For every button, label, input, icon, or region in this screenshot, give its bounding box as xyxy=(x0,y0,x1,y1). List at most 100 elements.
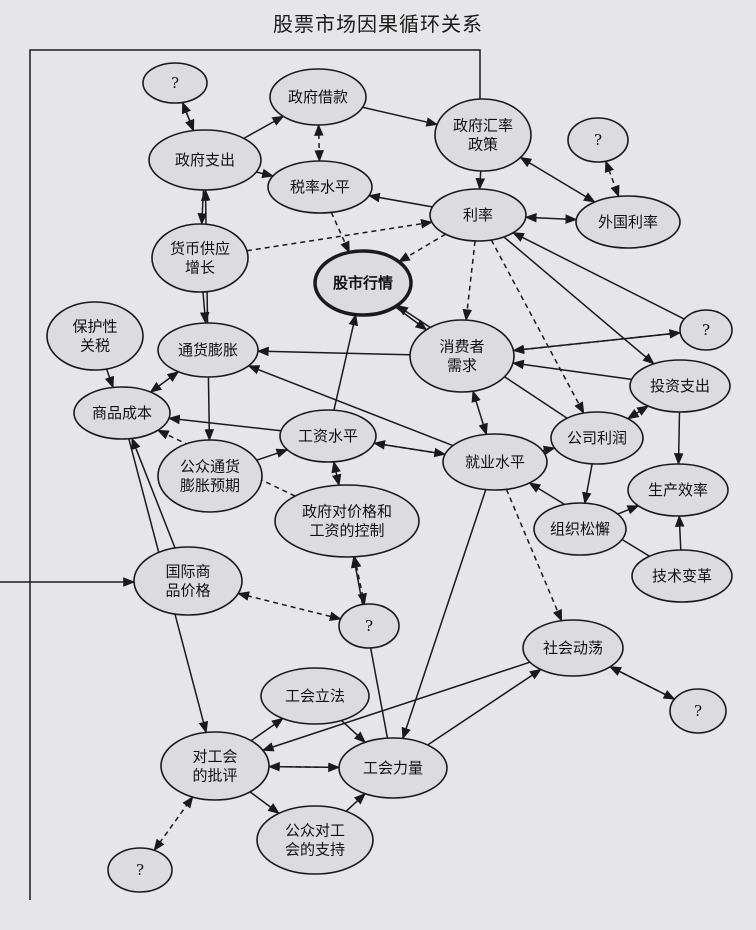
node-slack: 组织松懈 xyxy=(533,502,627,556)
node-tax: 税率水平 xyxy=(267,160,373,214)
node-inflation: 通货膨胀 xyxy=(157,322,259,378)
node-label: 税率水平 xyxy=(290,178,350,196)
node-ellipse xyxy=(409,319,515,393)
node-foreign-rate: 外国利率 xyxy=(575,195,681,249)
node-ellipse xyxy=(260,667,370,725)
node-ellipse xyxy=(46,301,144,371)
edge-wage-to-market xyxy=(333,313,359,411)
node-ellipse xyxy=(434,98,532,172)
node-ellipse xyxy=(133,546,243,616)
node-wage: 工资水平 xyxy=(279,409,377,463)
node-label: 就业水平 xyxy=(465,453,525,471)
node-q4: ? xyxy=(338,603,400,649)
node-label: 公司利润 xyxy=(567,429,627,447)
node-ellipse xyxy=(157,322,259,378)
node-label: 政府支出 xyxy=(175,151,235,169)
node-label: 货币供应 xyxy=(170,240,230,258)
node-cost: 商品成本 xyxy=(73,386,171,440)
node-rate: 利率 xyxy=(429,188,527,242)
edge-rate-to-invest xyxy=(503,236,655,365)
node-label: 工资水平 xyxy=(298,427,358,445)
edge-employ-to-union xyxy=(401,489,487,740)
node-label: 消费者 xyxy=(439,338,484,356)
node-ellipse xyxy=(267,160,373,214)
node-ellipse xyxy=(256,805,374,875)
node-product: 生产效率 xyxy=(627,463,729,517)
edge-expect-to-wage xyxy=(256,448,289,461)
node-ellipse xyxy=(533,502,627,556)
node-label: 会的支持 xyxy=(285,841,345,859)
edge-invest-to-product xyxy=(673,411,684,466)
edge-rate-to-market xyxy=(397,233,446,263)
node-unrest: 社会动荡 xyxy=(522,619,624,677)
node-label: ? xyxy=(136,861,144,879)
node-label: 增长 xyxy=(185,259,215,277)
node-label: 投资支出 xyxy=(650,377,710,395)
edge-q3-to-rate xyxy=(512,232,685,320)
node-q2: ? xyxy=(567,117,629,163)
node-label: ? xyxy=(365,617,373,635)
node-label: 对工会 xyxy=(192,748,237,766)
node-ellipse xyxy=(550,411,644,465)
edge-unrest-to-criticism xyxy=(261,661,531,752)
edge-criticism-to-union_law xyxy=(250,717,284,742)
edge-slack-to-product xyxy=(617,505,640,515)
edge-union-to-unrest xyxy=(427,668,542,746)
edge-q6-to-criticism xyxy=(153,795,194,852)
edge-employ-to-inflation xyxy=(247,365,454,447)
node-label: 社会动荡 xyxy=(543,639,603,657)
node-label: 关税 xyxy=(80,337,110,355)
edge-employ-to-unrest xyxy=(505,489,563,622)
node-ellipse xyxy=(338,737,448,799)
node-label: 组织松懈 xyxy=(550,520,610,538)
node-q6: ? xyxy=(107,847,173,893)
edge-support-to-union xyxy=(345,792,367,812)
node-q5: ? xyxy=(669,688,727,734)
edge-tech-to-product xyxy=(674,514,685,551)
node-label: 需求 xyxy=(447,357,477,375)
edge-criticism-to-support xyxy=(249,791,280,815)
node-label: 政府借款 xyxy=(288,88,348,106)
node-label: 公众对工 xyxy=(285,822,345,840)
edge-profit-to-invest xyxy=(626,405,650,420)
edge-market-to-consumer xyxy=(394,306,428,331)
node-ellipse xyxy=(442,433,548,491)
node-label: ? xyxy=(694,702,702,720)
edge-wage-to-employ xyxy=(374,442,447,458)
edge-money-to-inflation xyxy=(199,291,210,325)
node-gov-spend: 政府支出 xyxy=(148,129,262,191)
node-ellipse xyxy=(575,195,681,249)
node-invest: 投资支出 xyxy=(629,359,731,413)
node-ellipse xyxy=(142,62,208,104)
node-ellipse xyxy=(679,309,733,351)
edge-invest-to-consumer xyxy=(511,359,632,381)
node-ellipse xyxy=(73,386,171,440)
edge-union_law-to-union xyxy=(340,719,367,744)
node-ellipse xyxy=(429,188,527,242)
edge-inflation-to-expect xyxy=(204,376,215,442)
node-ellipse xyxy=(269,68,367,126)
node-union-law: 工会立法 xyxy=(260,667,370,725)
node-ellipse xyxy=(669,688,727,734)
node-ellipse xyxy=(627,463,729,517)
edge-criticism-to-union xyxy=(268,762,341,773)
edge-tariff-to-cost xyxy=(104,368,114,389)
node-ellipse xyxy=(567,117,629,163)
node-market: 股市行情 xyxy=(313,249,413,317)
edge-control-to-q4 xyxy=(352,555,367,606)
node-label: ? xyxy=(594,131,602,149)
edge-inflation-to-cost xyxy=(149,371,180,393)
node-ellipse xyxy=(274,484,420,558)
edge-consumer-to-employ xyxy=(471,390,488,436)
diagram-title: 股票市场因果循环关系 xyxy=(273,12,483,36)
edge-fx_policy-to-foreign_rate xyxy=(519,156,596,203)
node-ellipse xyxy=(279,409,377,463)
